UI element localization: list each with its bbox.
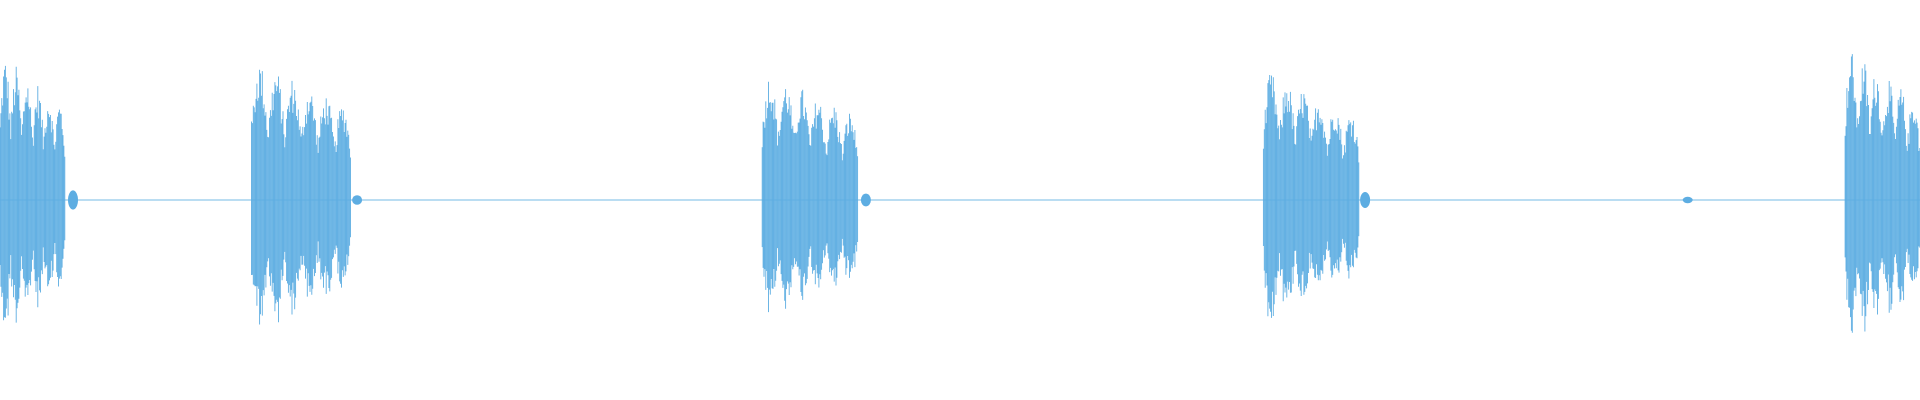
waveform-bursts — [0, 54, 1920, 333]
waveform-tails — [68, 190, 1693, 210]
waveform-tail-blip — [68, 190, 78, 210]
waveform-burst — [1262, 75, 1360, 318]
waveform-tail-blip — [1360, 192, 1371, 208]
waveform-burst — [1844, 54, 1920, 333]
waveform-tail-blip — [860, 193, 871, 207]
waveform-burst — [761, 81, 859, 313]
waveform-burst — [251, 69, 351, 325]
waveform-burst — [0, 65, 66, 323]
waveform-tail-blip — [352, 195, 363, 205]
waveform-tail-blip — [1682, 196, 1693, 204]
